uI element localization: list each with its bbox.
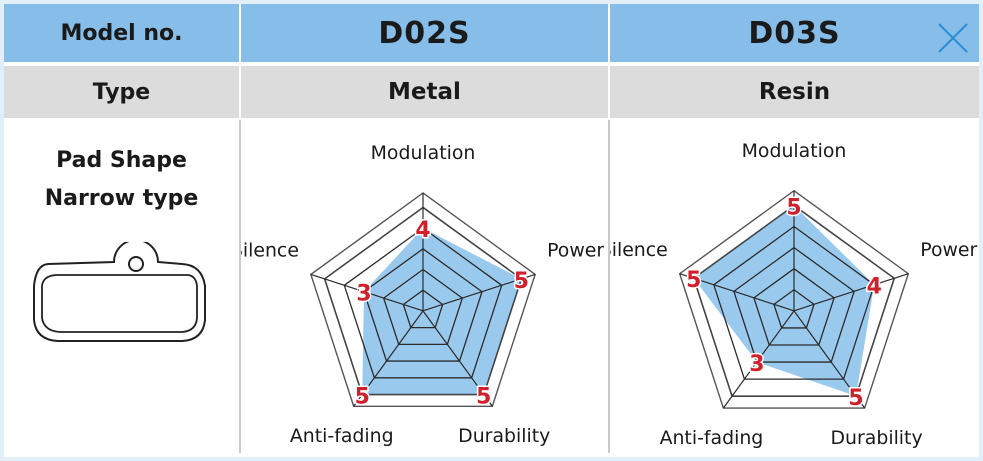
radar-spoke-power (422, 273, 536, 312)
axis-label-anti-fading: Anti-fading (290, 425, 394, 447)
axis-label-durability: Durability (458, 425, 550, 447)
pad-shape-line1: Pad Shape (56, 148, 187, 173)
radar-grid-ring-4 (713, 225, 875, 380)
axis-label-anti-fading: Anti-fading (660, 427, 764, 449)
type-label-cell: Type (4, 66, 239, 118)
type-metal: Metal (388, 79, 461, 105)
radar-spoke-anti-fading (353, 310, 424, 407)
value-label-power: 4 (867, 275, 882, 300)
pad-shape-cell: Pad Shape Narrow type (4, 120, 239, 453)
model-d02s: D02S (378, 15, 471, 51)
pad-shape-line2: Narrow type (44, 186, 199, 211)
axis-label-silence: Silence (610, 239, 668, 261)
pad-shape-title: Pad Shape Narrow type (45, 142, 199, 218)
value-label-anti-fading: 5 (355, 385, 370, 410)
axis-label-power: Power (920, 239, 977, 261)
type-cell-d03s: Resin (608, 66, 979, 118)
type-cell-d02s: Metal (239, 66, 608, 118)
type-resin: Resin (758, 79, 831, 105)
brake-pad-icon (32, 242, 206, 342)
radar-grid-ring-1 (773, 288, 815, 329)
radar-spoke-power (793, 273, 909, 312)
radar-area-d03s (693, 205, 875, 397)
radar-chart-d03s: Modulation5Power4Durability5Anti-fading3… (610, 140, 978, 449)
radar-area-d02s (362, 228, 522, 395)
model-cell-d02s: D02S (239, 4, 608, 62)
radar-spoke-durability (793, 310, 866, 409)
value-label-silence: 3 (356, 282, 371, 307)
radar-spoke-durability (422, 310, 493, 407)
value-label-modulation: 4 (415, 218, 430, 243)
value-label-modulation: 5 (786, 195, 801, 220)
axis-label-power: Power (547, 240, 604, 262)
axis-label-silence: Silence (241, 240, 299, 262)
model-label: Model no. (60, 20, 183, 46)
type-row: Type Metal Resin (4, 66, 979, 118)
value-label-silence: 5 (686, 268, 701, 293)
type-label: Type (92, 79, 151, 105)
axis-label-modulation: Modulation (742, 140, 847, 162)
header-row: Model no. D02S D03S (4, 4, 979, 62)
model-d03s: D03S (748, 15, 841, 51)
model-label-cell: Model no. (4, 4, 239, 62)
radar-grid-ring-4 (343, 227, 503, 379)
radar-frame (678, 189, 910, 409)
radar-spoke-silence (679, 273, 795, 312)
radar-spoke-anti-fading (722, 310, 795, 409)
value-label-durability: 5 (476, 385, 491, 410)
radar-grid-ring-3 (733, 246, 855, 363)
axis-label-modulation: Modulation (371, 142, 476, 164)
radar-grid-ring-3 (363, 248, 483, 362)
radar-frame (310, 192, 536, 407)
value-label-anti-fading: 3 (749, 352, 764, 377)
radar-spoke-silence (310, 273, 424, 312)
radar-grid-ring-2 (382, 268, 464, 345)
radar-grid-ring-5 (323, 206, 523, 396)
model-cell-d03s: D03S (608, 4, 979, 62)
value-label-durability: 5 (848, 386, 863, 411)
radar-grid-ring-5 (692, 204, 896, 397)
close-icon[interactable] (935, 20, 971, 56)
value-label-power: 5 (514, 269, 529, 294)
radar-grid-ring-2 (753, 267, 835, 346)
axis-label-durability: Durability (831, 427, 923, 449)
radar-grid-ring-1 (402, 289, 444, 329)
